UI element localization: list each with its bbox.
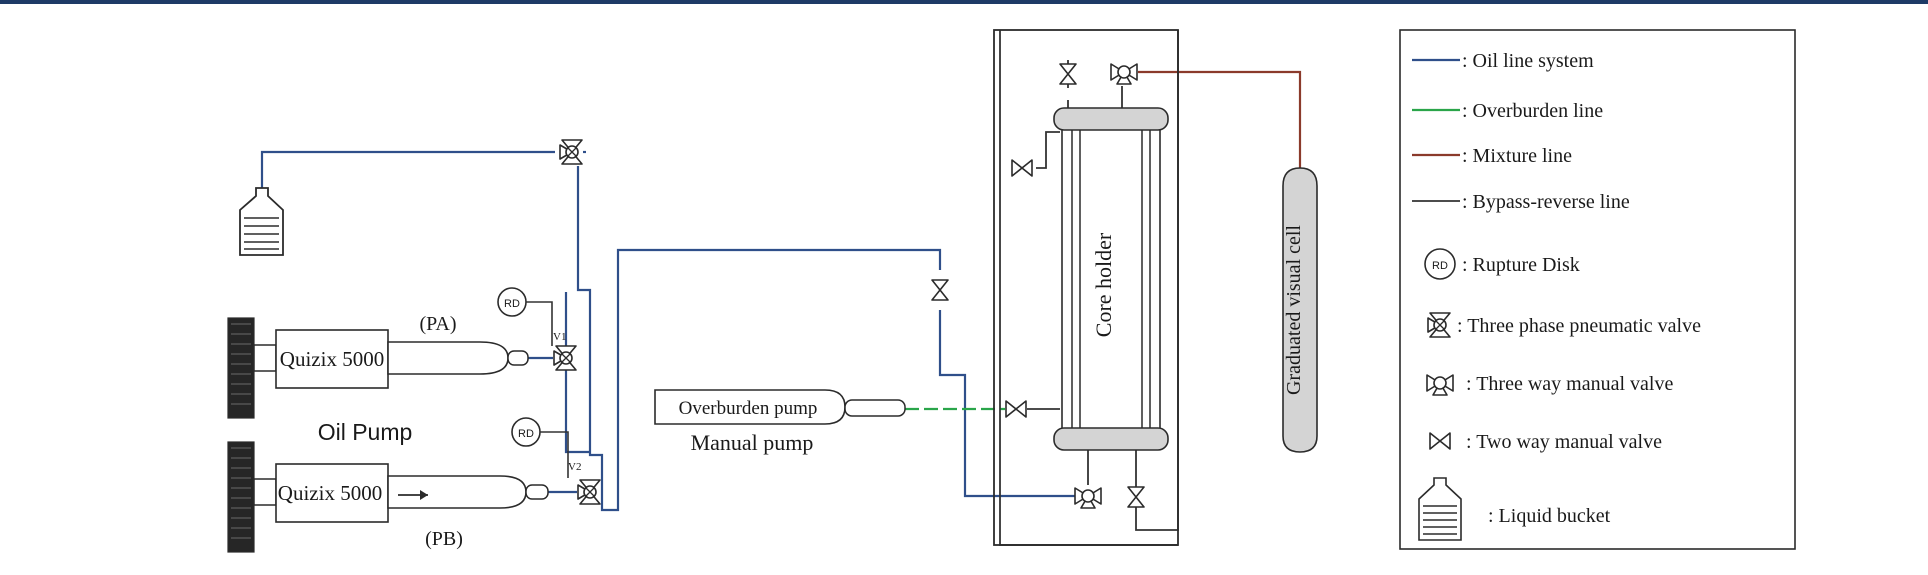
manual-overburden-pump: Overburden pump: [654, 389, 906, 425]
pump-b-cylinder: [387, 475, 527, 509]
legend-bucket-text: : Liquid bucket: [1488, 505, 1611, 527]
mixture-line: [1138, 70, 1302, 168]
oil-line-bucket-to-top-valve: [260, 150, 555, 188]
oil-line-manifold-left: [564, 292, 590, 454]
legend-item-rupture-disk: RD : Rupture Disk: [1424, 248, 1580, 280]
two-way-valve-bottom-right: [1127, 486, 1145, 508]
legend-item-three-way: : Three way manual valve: [1426, 373, 1673, 396]
legend-two-way-text: : Two way manual valve: [1466, 431, 1662, 453]
legend-item-mixture: : Mixture line: [1412, 145, 1572, 167]
legend-item-oil: : Oil line system: [1412, 50, 1594, 72]
three-phase-valve-v2: [577, 479, 601, 505]
manual-pump-label: Manual pump: [691, 430, 814, 455]
v2-label: V2: [568, 461, 581, 473]
rd1-label: RD: [504, 298, 520, 310]
three-way-valve-bottom: [1074, 487, 1102, 509]
two-way-valve-oil-line: [931, 279, 949, 301]
two-way-valve-top-left: [1059, 63, 1077, 85]
legend-rd-symbol: RD: [1432, 260, 1448, 272]
three-phase-valve-top: [559, 139, 583, 165]
core-holder-body: [1061, 117, 1161, 437]
pump-a-motor: [227, 317, 255, 419]
legend-item-two-way: : Two way manual valve: [1429, 431, 1662, 453]
graduated-visual-cell: Graduated visual cell: [1282, 167, 1318, 453]
legend-item-bucket: : Liquid bucket: [1418, 477, 1611, 541]
three-way-valve-top: [1110, 63, 1138, 85]
legend-oil-text: : Oil line system: [1462, 50, 1594, 72]
legend-item-bypass: : Bypass-reverse line: [1412, 191, 1630, 213]
legend-overburden-text: : Overburden line: [1462, 100, 1603, 122]
core-holder: Core holder: [1053, 107, 1169, 451]
core-holder-top-cap: [1053, 107, 1169, 131]
rd2-label: RD: [518, 428, 534, 440]
oil-line-manual-to-core: [938, 310, 1075, 498]
bypass-side-valve: [1036, 131, 1060, 169]
v1-label: V1: [553, 331, 566, 343]
legend: : Oil line system : Overburden line : Mi…: [1399, 29, 1796, 550]
oil-pump-label: Oil Pump: [318, 419, 413, 445]
top-border-bar: [0, 0, 1928, 4]
legend-three-phase-text: : Three phase pneumatic valve: [1457, 315, 1701, 337]
pump-a-cylinder: [387, 341, 509, 375]
overburden-pump-label: Overburden pump: [679, 398, 818, 419]
two-way-valve-overburden: [1005, 400, 1027, 418]
visual-cell-label: Graduated visual cell: [1283, 225, 1305, 395]
legend-item-overburden: : Overburden line: [1412, 100, 1603, 122]
oil-line-down-from-top-valve: [576, 166, 942, 512]
rupture-disk-1: RD: [497, 287, 553, 346]
pump-b-label: Quizix 5000: [278, 481, 382, 505]
pump-b-motor: [227, 441, 255, 553]
legend-mixture-text: : Mixture line: [1462, 145, 1572, 167]
core-holder-enclosure: [993, 29, 1179, 546]
core-holder-bottom-cap: [1053, 427, 1169, 451]
pump-b: Quizix 5000: [227, 441, 549, 553]
legend-three-way-text: : Three way manual valve: [1466, 373, 1673, 395]
liquid-bucket: [239, 187, 284, 256]
legend-box: [1399, 29, 1796, 550]
three-phase-valve-v1: [553, 345, 577, 371]
legend-rupture-text: : Rupture Disk: [1462, 254, 1580, 276]
rupture-disk-2: RD: [511, 417, 569, 478]
pa-label: (PA): [419, 313, 456, 335]
core-holder-label: Core holder: [1091, 232, 1116, 337]
pump-a: Quizix 5000: [227, 317, 529, 419]
pb-label: (PB): [425, 528, 463, 550]
legend-bypass-text: : Bypass-reverse line: [1462, 191, 1630, 213]
two-way-valve-side: [1011, 159, 1033, 177]
oil-lines: [260, 150, 1075, 512]
pump-a-label: Quizix 5000: [280, 347, 384, 371]
legend-item-three-phase: : Three phase pneumatic valve: [1427, 312, 1701, 338]
